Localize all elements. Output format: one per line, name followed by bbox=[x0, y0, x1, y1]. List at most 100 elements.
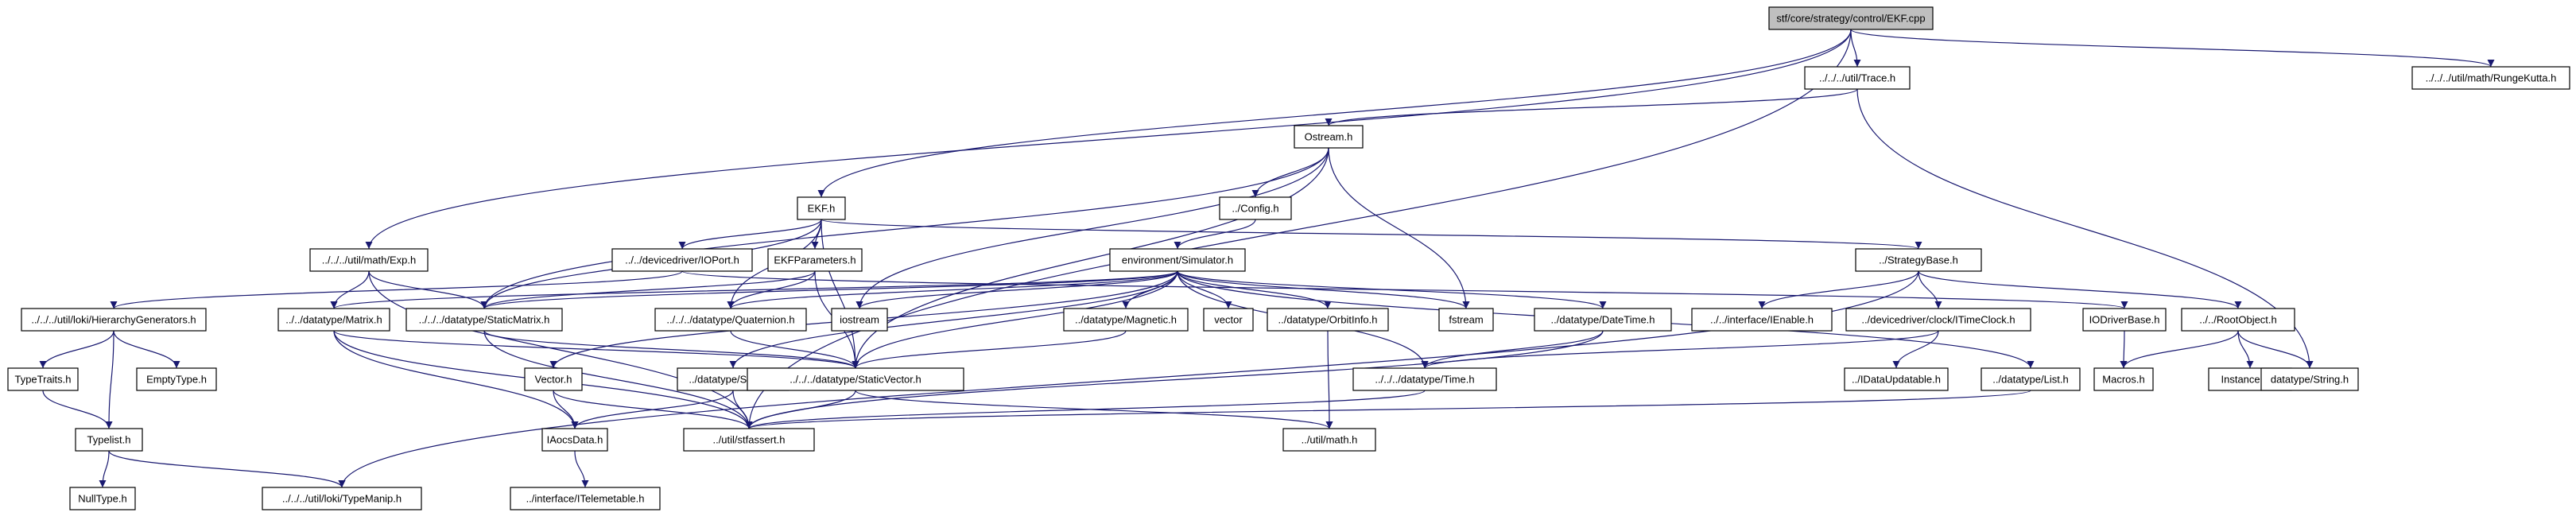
node-box bbox=[1203, 308, 1254, 332]
edge-line bbox=[745, 29, 1852, 429]
node-typemanip[interactable]: ../../../util/loki/TypeManip.h bbox=[262, 487, 422, 510]
node-typelist[interactable]: Typelist.h bbox=[75, 428, 143, 452]
node-label: datatype/String.h bbox=[2271, 374, 2349, 386]
node-box bbox=[524, 367, 583, 391]
node-box bbox=[541, 428, 608, 452]
edge-list-to-stfassert bbox=[746, 390, 2031, 429]
node-typetraits[interactable]: TypeTraits.h bbox=[7, 367, 79, 391]
node-config[interactable]: ../Config.h bbox=[1219, 196, 1292, 220]
edge-simulator-to-scalar bbox=[729, 270, 1178, 369]
node-time[interactable]: ../../../datatype/Time.h bbox=[1352, 367, 1497, 391]
node-label: ../IDataUpdatable.h bbox=[1852, 374, 1941, 386]
node-trace[interactable]: ../../../util/Trace.h bbox=[1804, 66, 1911, 90]
node-hiergen[interactable]: ../../../util/loki/HierarchyGenerators.h bbox=[21, 308, 207, 332]
edge-line bbox=[1892, 330, 1939, 369]
edge-matrix-to-staticvector bbox=[333, 330, 859, 369]
edge-line bbox=[42, 390, 113, 429]
node-label: fstream bbox=[1449, 314, 1483, 326]
edge-strategybase-to-iclock bbox=[1918, 270, 1942, 309]
node-quaternion[interactable]: ../../../datatype/Quaternion.h bbox=[654, 308, 807, 332]
edge-line bbox=[1421, 330, 1939, 369]
node-label: ../../../util/math/Exp.h bbox=[322, 254, 417, 266]
node-ekfparams[interactable]: EKFParameters.h bbox=[767, 248, 863, 272]
node-label: EKFParameters.h bbox=[774, 254, 855, 266]
edge-line bbox=[727, 270, 1178, 309]
node-iodriver[interactable]: IODriverBase.h bbox=[2082, 308, 2167, 332]
edge-line bbox=[817, 29, 1852, 198]
node-ostream[interactable]: Ostream.h bbox=[1294, 125, 1364, 149]
edge-ekf_cpp-to-trace bbox=[1850, 29, 1861, 68]
edge-line bbox=[483, 330, 859, 369]
node-ekf_h[interactable]: EKF.h bbox=[797, 196, 846, 220]
edge-orbitinfo-to-math bbox=[1325, 330, 1333, 429]
edge-time-to-stfassert bbox=[745, 390, 1426, 429]
node-label: ../util/stfassert.h bbox=[712, 434, 785, 446]
node-strategybase[interactable]: ../StrategyBase.h bbox=[1855, 248, 1982, 272]
dependency-edges bbox=[39, 29, 2495, 488]
node-box bbox=[262, 487, 422, 510]
node-box bbox=[69, 487, 136, 510]
node-string[interactable]: datatype/String.h bbox=[2260, 367, 2359, 391]
node-box bbox=[1109, 248, 1246, 272]
edge-magnetic-to-staticvector bbox=[852, 330, 1127, 369]
edge-ostream-to-fstream bbox=[1328, 147, 1470, 309]
node-dataupdatable[interactable]: ../IDataUpdatable.h bbox=[1844, 367, 1949, 391]
node-matrix[interactable]: ../../datatype/Matrix.h bbox=[277, 308, 390, 332]
edge-iclock-to-time bbox=[1421, 330, 1939, 369]
node-label: EmptyType.h bbox=[146, 374, 207, 386]
node-box bbox=[1282, 428, 1376, 452]
edge-matrix-to-iaocsdata bbox=[333, 330, 579, 429]
node-emptytype[interactable]: EmptyType.h bbox=[136, 367, 217, 391]
node-ienable[interactable]: ../../interface/IEnable.h bbox=[1691, 308, 1833, 332]
node-stfassert[interactable]: ../util/stfassert.h bbox=[683, 428, 815, 452]
edge-line bbox=[1325, 88, 1858, 126]
node-staticmatrix[interactable]: ../../../datatype/StaticMatrix.h bbox=[405, 308, 563, 332]
node-list[interactable]: ../datatype/List.h bbox=[1980, 367, 2081, 391]
edge-ekf_h-to-strategybase bbox=[821, 219, 1922, 250]
node-label: ../../../util/loki/HierarchyGenerators.h bbox=[31, 314, 196, 326]
node-staticvector[interactable]: ../../../datatype/StaticVector.h bbox=[747, 367, 964, 391]
node-itelemetable[interactable]: ../interface/ITelemetable.h bbox=[510, 487, 661, 510]
edge-ostream-to-iostream bbox=[855, 147, 1329, 309]
node-label: ../../devicedriver/IOPort.h bbox=[625, 254, 739, 266]
edge-line bbox=[2237, 330, 2254, 369]
edge-line bbox=[108, 450, 346, 488]
node-box bbox=[654, 308, 807, 332]
node-macros[interactable]: Macros.h bbox=[2093, 367, 2154, 391]
node-datetime[interactable]: ../datatype/DateTime.h bbox=[1534, 308, 1672, 332]
node-box bbox=[683, 428, 815, 452]
edge-line bbox=[480, 270, 1178, 309]
node-simulator[interactable]: environment/Simulator.h bbox=[1109, 248, 1246, 272]
node-ekf_cpp: stf/core/strategy/control/EKF.cpp bbox=[1768, 6, 1934, 30]
node-math[interactable]: ../util/math.h bbox=[1282, 428, 1376, 452]
node-vectorh[interactable]: Vector.h bbox=[524, 367, 583, 391]
node-box bbox=[1352, 367, 1497, 391]
edge-line bbox=[1325, 330, 1333, 429]
node-label: ../../../util/Trace.h bbox=[1819, 72, 1895, 84]
edge-line bbox=[681, 270, 2128, 309]
edge-ekf_cpp-to-runge bbox=[1850, 29, 2495, 68]
node-rootobject[interactable]: ../../RootObject.h bbox=[2181, 308, 2295, 332]
node-runge[interactable]: ../../../util/math/RungeKutta.h bbox=[2411, 66, 2570, 90]
node-exp[interactable]: ../../../util/math/Exp.h bbox=[309, 248, 429, 272]
edge-line bbox=[1177, 270, 1332, 309]
edge-line bbox=[1251, 147, 1329, 198]
node-box bbox=[7, 367, 79, 391]
node-label: environment/Simulator.h bbox=[1122, 254, 1233, 266]
node-label: stf/core/strategy/control/EKF.cpp bbox=[1776, 13, 1925, 25]
node-label: EKF.h bbox=[808, 203, 836, 215]
node-ioport[interactable]: ../../devicedriver/IOPort.h bbox=[611, 248, 753, 272]
edge-line bbox=[852, 330, 1127, 369]
node-iclock[interactable]: ../devicedriver/clock/ITimeClock.h bbox=[1845, 308, 2031, 332]
node-box bbox=[1980, 367, 2081, 391]
file-nodes: stf/core/strategy/control/EKF.cpp ../../.… bbox=[7, 6, 2570, 510]
node-iaocsdata[interactable]: IAocsData.h bbox=[541, 428, 608, 452]
node-nulltype[interactable]: NullType.h bbox=[69, 487, 136, 510]
edge-line bbox=[39, 330, 114, 369]
node-box bbox=[1844, 367, 1949, 391]
edge-rootobject-to-macros bbox=[2120, 330, 2239, 369]
node-magnetic[interactable]: ../datatype/Magnetic.h bbox=[1063, 308, 1189, 332]
node-orbitinfo[interactable]: ../datatype/OrbitInfo.h bbox=[1267, 308, 1389, 332]
node-label: Macros.h bbox=[2102, 374, 2144, 386]
edge-line bbox=[483, 330, 753, 429]
